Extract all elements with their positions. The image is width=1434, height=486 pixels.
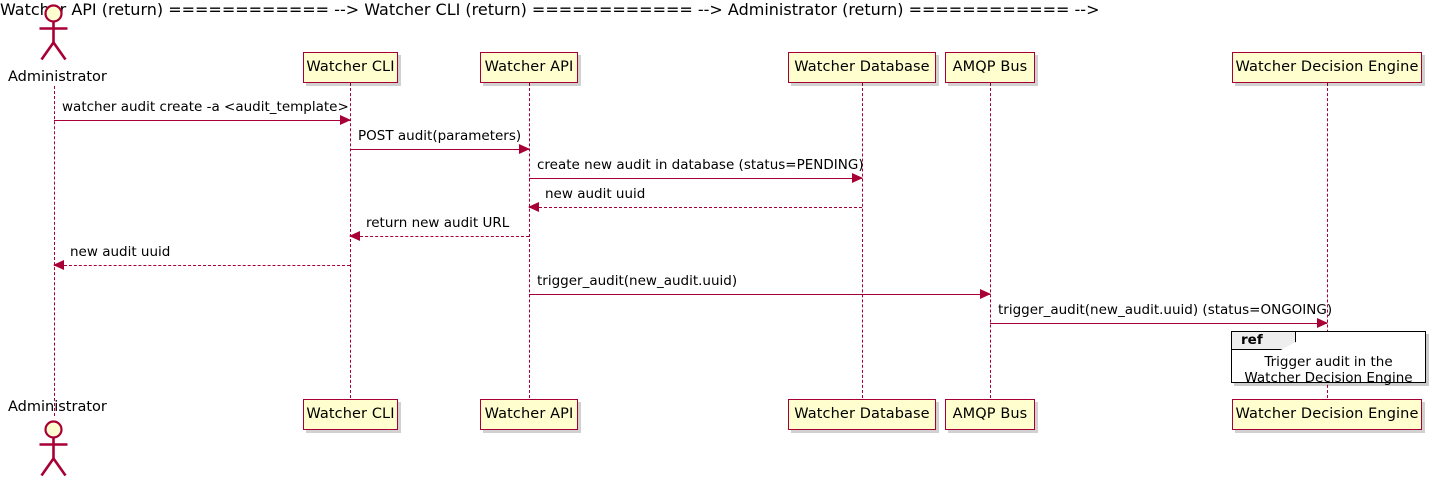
- actor-label-administrator-top: Administrator: [8, 69, 107, 85]
- message-label-3: create new audit in database (status=PEN…: [537, 157, 864, 173]
- ref-fragment-body: Trigger audit in the Watcher Decision En…: [1232, 351, 1425, 386]
- message-line: [529, 178, 862, 179]
- participant-watcher-decision-engine-top[interactable]: Watcher Decision Engine: [1232, 52, 1422, 83]
- ref-fragment-header: ref: [1232, 332, 1296, 350]
- participant-amqp-bus-bottom[interactable]: AMQP Bus: [945, 399, 1035, 430]
- arrowhead-right-icon: [980, 289, 991, 299]
- participant-label: Watcher Database: [794, 406, 930, 423]
- lifeline-amqp-bus: [990, 83, 991, 398]
- message-line: [990, 323, 1327, 324]
- arrowhead-right-icon: [519, 144, 530, 154]
- participant-watcher-api-bottom[interactable]: Watcher API: [480, 399, 578, 430]
- participant-amqp-bus-top[interactable]: AMQP Bus: [945, 52, 1035, 83]
- message-label-2: POST audit(parameters): [358, 128, 522, 144]
- ref-fragment-line-2: Watcher Decision Engine: [1244, 370, 1413, 386]
- actor-stick-figure-icon: [39, 420, 68, 477]
- arrowhead-right-icon: [852, 173, 863, 183]
- message-line: [350, 236, 529, 237]
- arrowhead-right-icon: [340, 115, 351, 125]
- participant-label: Watcher Decision Engine: [1235, 406, 1419, 423]
- arrowhead-left-icon: [528, 202, 539, 212]
- lifeline-watcher-api: [529, 83, 530, 398]
- arrowhead-left-icon: [53, 260, 64, 270]
- message-line: [350, 149, 529, 150]
- participant-watcher-cli-top[interactable]: Watcher CLI: [303, 52, 398, 83]
- arrowhead-right-icon: [1317, 318, 1328, 328]
- lifeline-administrator: [54, 86, 55, 416]
- actor-administrator-bottom[interactable]: [30, 418, 78, 480]
- participant-label: Watcher Decision Engine: [1235, 59, 1419, 76]
- actor-label-administrator-bottom: Administrator: [8, 399, 107, 415]
- message-line: [54, 120, 350, 121]
- participant-label: Watcher Database: [794, 59, 930, 76]
- participant-watcher-cli-bottom[interactable]: Watcher CLI: [303, 399, 398, 430]
- message-label-1: watcher audit create -a <audit_template>: [62, 99, 349, 115]
- message-label-4: new audit uuid: [545, 186, 646, 202]
- message-label-7: trigger_audit(new_audit.uuid): [537, 273, 738, 289]
- actor-administrator-top[interactable]: [30, 2, 78, 64]
- message-line: [529, 294, 990, 295]
- arrowhead-left-icon: [349, 231, 360, 241]
- ref-fragment-line-1: Trigger audit in the: [1264, 354, 1393, 370]
- participant-watcher-database-bottom[interactable]: Watcher Database: [788, 399, 936, 430]
- participant-label: Watcher API: [484, 59, 574, 76]
- participant-label: Watcher CLI: [306, 59, 395, 76]
- ref-fragment-header-label: ref: [1241, 331, 1263, 348]
- message-line: [54, 265, 350, 266]
- participant-watcher-database-top[interactable]: Watcher Database: [788, 52, 936, 83]
- participant-label: AMQP Bus: [952, 59, 1028, 76]
- message-label-5: return new audit URL: [366, 215, 510, 231]
- message-label-6: new audit uuid: [70, 244, 171, 260]
- participant-watcher-decision-engine-bottom[interactable]: Watcher Decision Engine: [1232, 399, 1422, 430]
- message-line: [529, 207, 862, 208]
- lifeline-watcher-database: [862, 83, 863, 398]
- actor-stick-figure-icon: [39, 4, 68, 61]
- message-label-8: trigger_audit(new_audit.uuid) (status=ON…: [998, 302, 1333, 318]
- participant-label: AMQP Bus: [952, 406, 1028, 423]
- participant-watcher-api-top[interactable]: Watcher API: [480, 52, 578, 83]
- participant-label: Watcher CLI: [306, 406, 395, 423]
- ref-fragment-trigger-audit[interactable]: ref Trigger audit in the Watcher Decisio…: [1231, 331, 1426, 386]
- participant-label: Watcher API: [484, 406, 574, 423]
- lifeline-watcher-decision-engine: [1327, 83, 1328, 398]
